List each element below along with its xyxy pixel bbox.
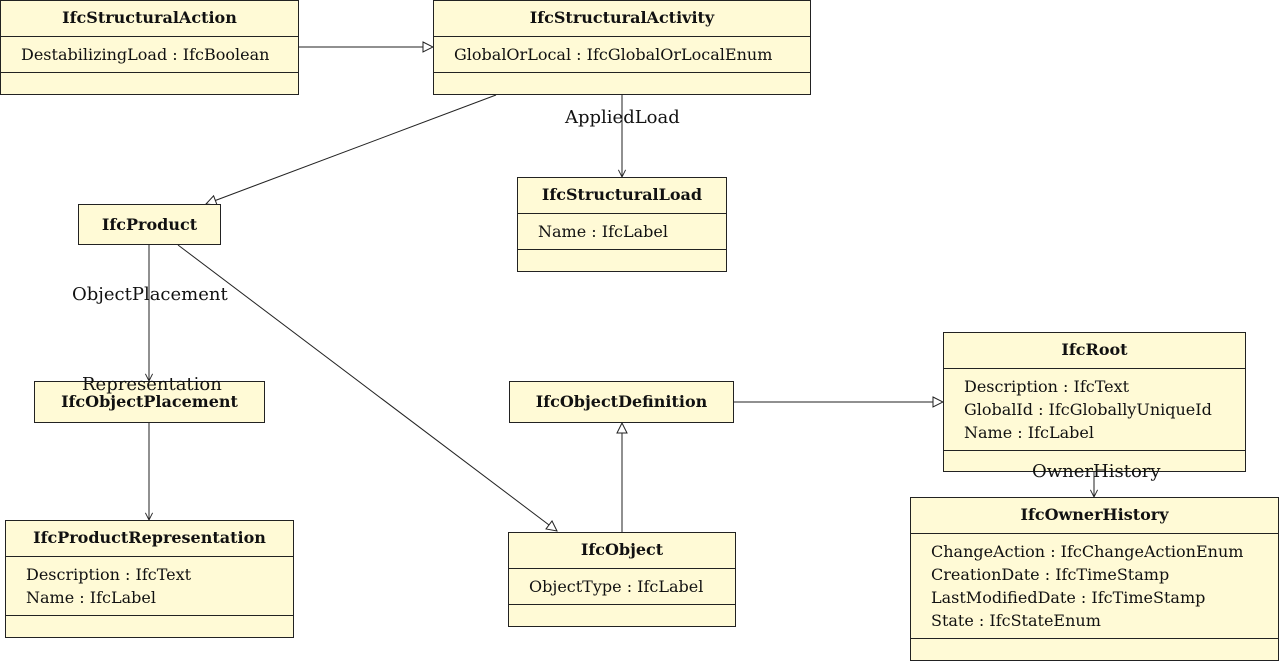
class-attributes: Description : IfcText GlobalId : IfcGlob… [944, 368, 1245, 450]
class-name: IfcObjectDefinition [535, 392, 708, 411]
class-name: IfcProduct [101, 214, 198, 234]
class-ifc-structural-activity: IfcStructuralActivity GlobalOrLocal : If… [433, 0, 811, 95]
class-ifc-object-placement: IfcObjectPlacement [34, 381, 265, 423]
association-label-applied-load: AppliedLoad [565, 107, 680, 128]
class-name: IfcObject [580, 540, 664, 559]
association-label-object-placement: ObjectPlacement [72, 284, 228, 305]
class-attributes: Description : IfcText Name : IfcLabel [6, 556, 293, 615]
class-attributes: ObjectType : IfcLabel [509, 568, 735, 604]
attribute: GlobalOrLocal : IfcGlobalOrLocalEnum [454, 45, 773, 64]
class-ifc-object-definition: IfcObjectDefinition [509, 381, 734, 423]
class-name: IfcStructuralAction [62, 8, 237, 27]
attribute: Name : IfcLabel [26, 588, 156, 607]
inherit-product-to-object [177, 244, 557, 531]
attribute: Description : IfcText [26, 565, 192, 584]
class-name: IfcProductRepresentation [33, 528, 266, 547]
class-attributes: GlobalOrLocal : IfcGlobalOrLocalEnum [434, 36, 810, 72]
class-operations [6, 615, 293, 633]
class-operations [509, 604, 735, 622]
class-ifc-owner-history: IfcOwnerHistory ChangeAction : IfcChange… [910, 497, 1279, 661]
class-name: IfcRoot [1061, 340, 1128, 359]
attribute: DestabilizingLoad : IfcBoolean [21, 45, 270, 64]
attribute: CreationDate : IfcTimeStamp [931, 565, 1170, 584]
class-ifc-product: IfcProduct [78, 204, 221, 245]
class-ifc-root: IfcRoot Description : IfcText GlobalId :… [943, 332, 1246, 472]
class-name: IfcStructuralLoad [541, 185, 703, 204]
class-operations [434, 72, 810, 90]
class-operations [944, 450, 1245, 468]
class-operations [1, 72, 298, 90]
class-attributes: ChangeAction : IfcChangeActionEnum Creat… [911, 533, 1278, 638]
attribute: ObjectType : IfcLabel [529, 577, 704, 596]
attribute: Description : IfcText [964, 377, 1130, 396]
class-name: IfcOwnerHistory [1020, 505, 1169, 524]
attribute: LastModifiedDate : IfcTimeStamp [931, 588, 1206, 607]
inherit-activity-to-product [206, 94, 497, 204]
class-operations [911, 638, 1278, 656]
class-operations [518, 249, 726, 267]
class-ifc-object: IfcObject ObjectType : IfcLabel [508, 532, 736, 627]
association-label-owner-history: OwnerHistory [1032, 461, 1161, 482]
attribute: ChangeAction : IfcChangeActionEnum [931, 542, 1244, 561]
association-label-representation: Representation [82, 374, 222, 395]
attribute: Name : IfcLabel [538, 222, 668, 241]
class-attributes: DestabilizingLoad : IfcBoolean [1, 36, 298, 72]
class-name: IfcObjectPlacement [61, 392, 238, 411]
class-attributes: Name : IfcLabel [518, 213, 726, 249]
class-ifc-product-representation: IfcProductRepresentation Description : I… [5, 520, 294, 638]
attribute: GlobalId : IfcGloballyUniqueId [964, 400, 1212, 419]
class-ifc-structural-action: IfcStructuralAction DestabilizingLoad : … [0, 0, 299, 95]
class-name: IfcStructuralActivity [529, 8, 715, 27]
attribute: State : IfcStateEnum [931, 611, 1101, 630]
attribute: Name : IfcLabel [964, 423, 1094, 442]
class-ifc-structural-load: IfcStructuralLoad Name : IfcLabel [517, 177, 727, 272]
